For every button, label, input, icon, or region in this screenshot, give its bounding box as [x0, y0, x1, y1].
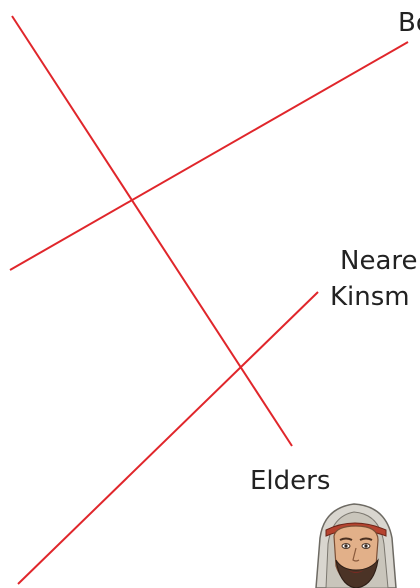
- line-elders-connector: [12, 16, 292, 446]
- label-boaz: Bo: [398, 6, 420, 40]
- label-nearest: Neare: [340, 244, 418, 278]
- label-kinsman: Kinsm: [330, 280, 410, 314]
- line-boaz-connector: [10, 42, 408, 270]
- line-kinsman-connector: [18, 292, 318, 584]
- label-elders: Elders: [250, 464, 330, 498]
- elder-figure-illustration: [296, 494, 420, 588]
